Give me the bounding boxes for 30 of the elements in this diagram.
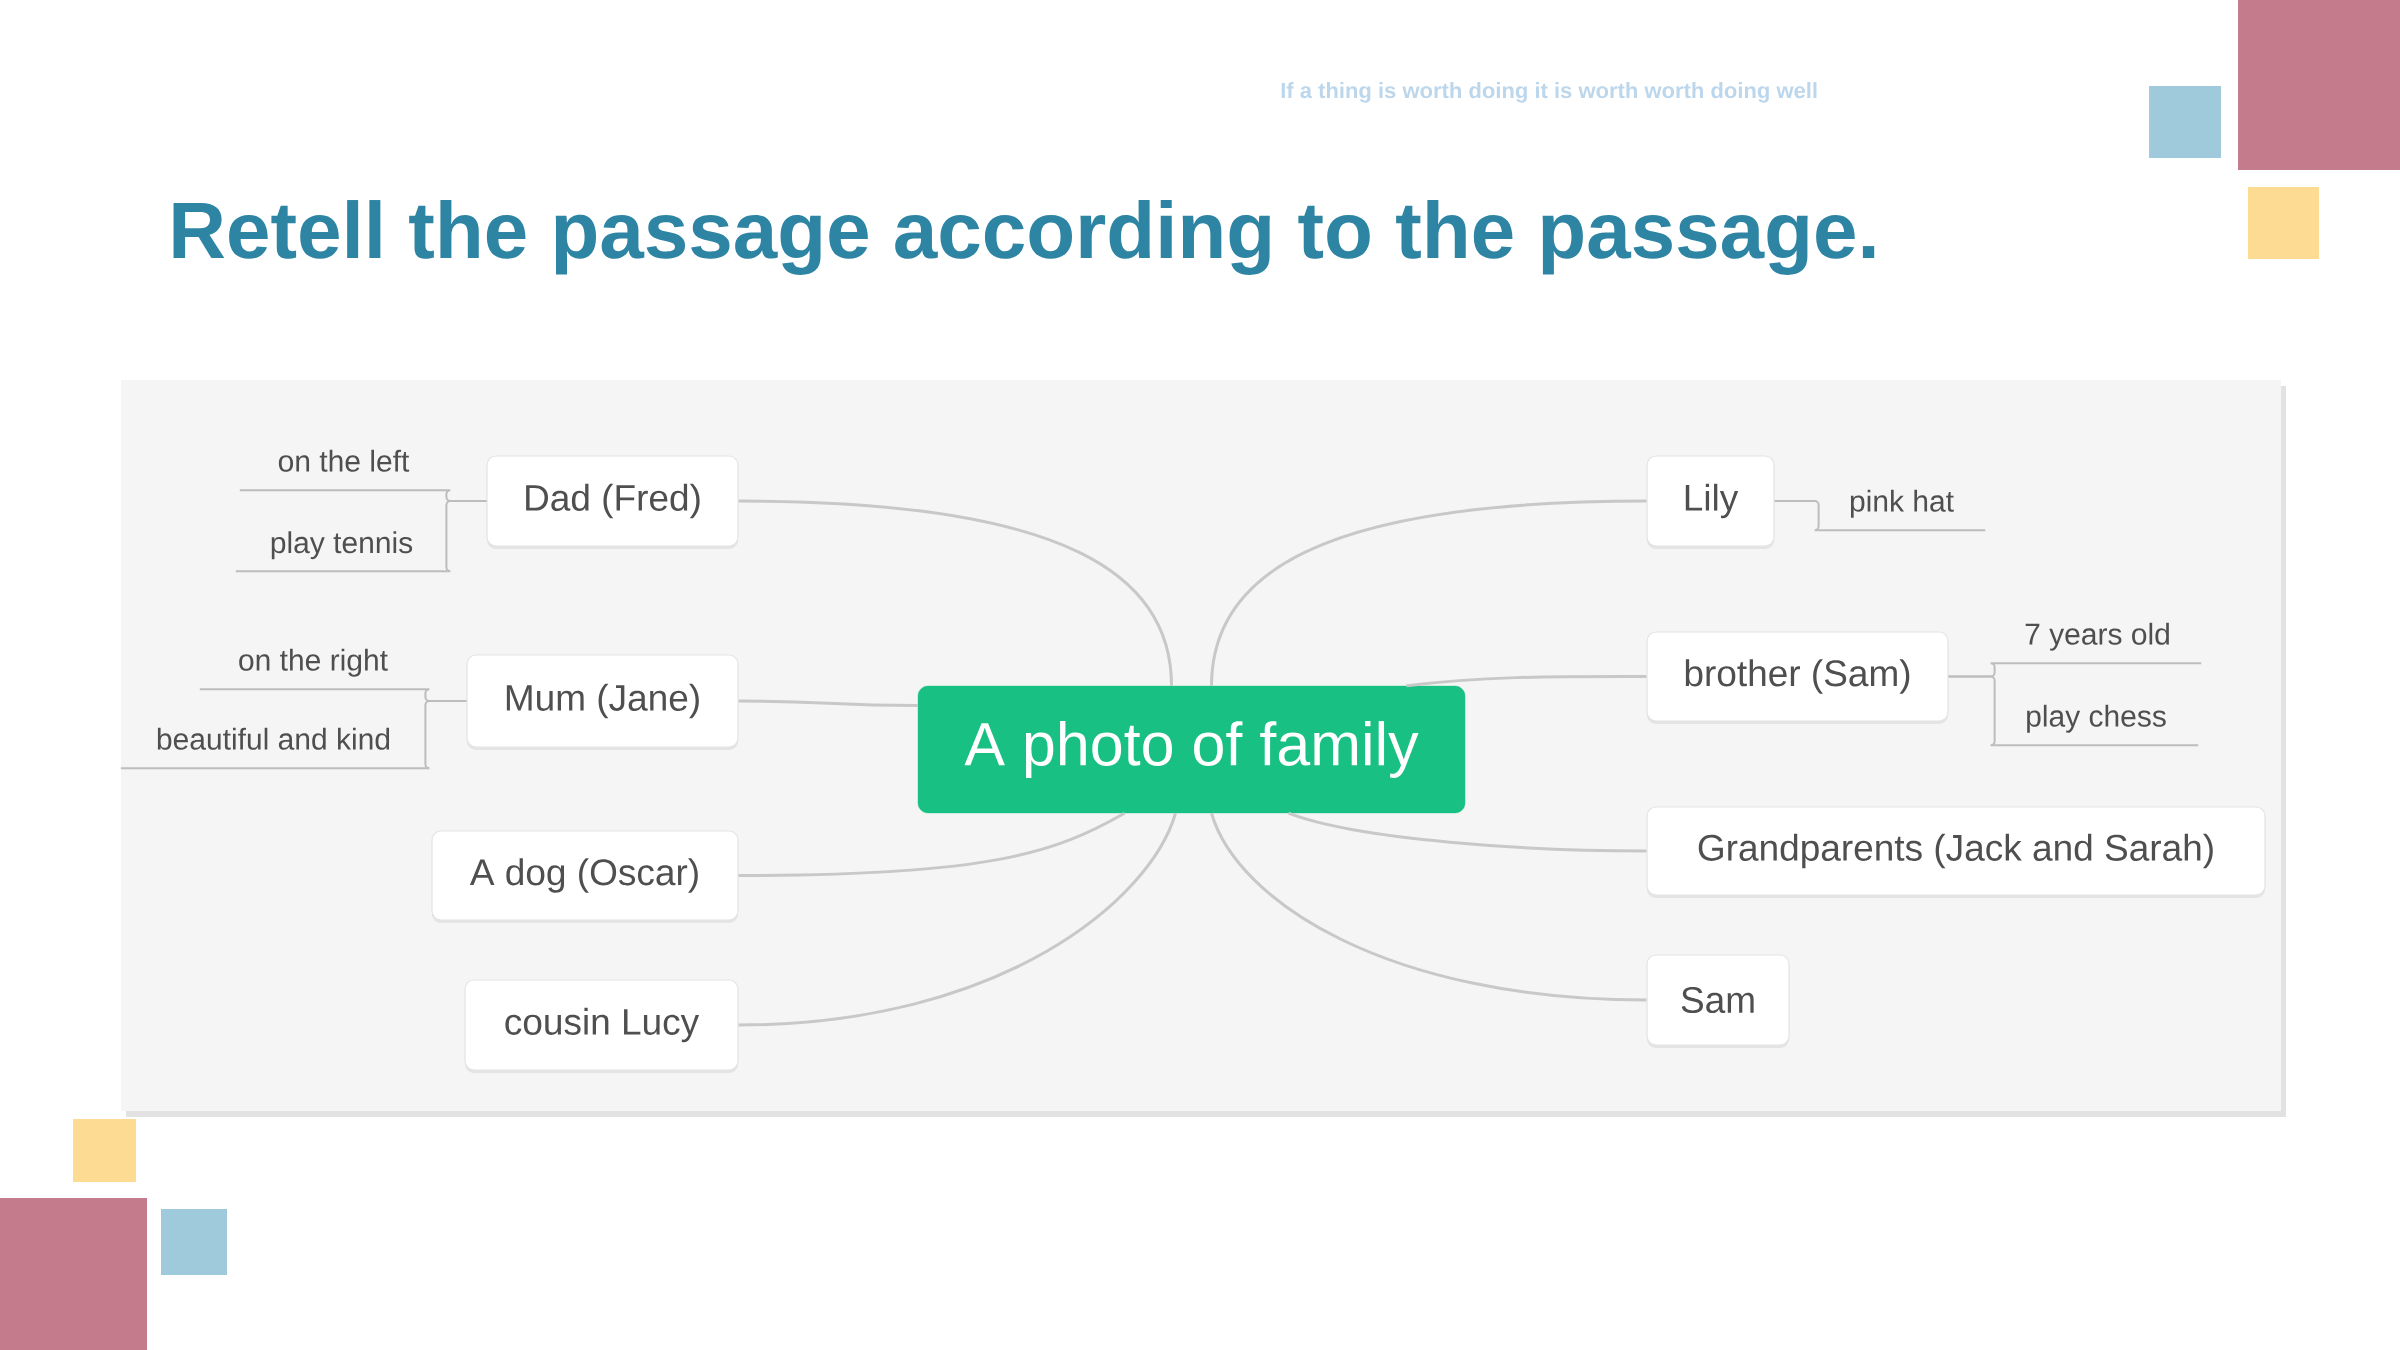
bracket-connector bbox=[445, 500, 488, 573]
curved-connector bbox=[1210, 812, 1647, 1002]
underlined-text: on the right bbox=[198, 648, 428, 691]
branch-box: Grandparents (Jack and Sarah) bbox=[1646, 806, 2266, 898]
branch-box: Sam bbox=[1646, 954, 1790, 1048]
underlined-text: play chess bbox=[1992, 704, 2200, 747]
underlined-text: on the left bbox=[238, 449, 449, 492]
curved-connector bbox=[1406, 675, 1647, 688]
title: Retell the passage according to the passage. bbox=[173, 200, 1875, 275]
curved-connector bbox=[738, 812, 1177, 1027]
underlined-text: 7 years old bbox=[1992, 622, 2203, 665]
curved-connector bbox=[1288, 811, 1647, 853]
curved-connector bbox=[738, 699, 918, 707]
curved-connector bbox=[738, 499, 1173, 686]
branch-box: brother (Sam) bbox=[1646, 631, 1949, 724]
branch-box: Dad (Fred) bbox=[486, 455, 739, 549]
motto-text: If a thing is worth doing it is worth worth doing well bbox=[1281, 82, 1817, 103]
curved-connector bbox=[1210, 499, 1647, 686]
branch-box: A dog (Oscar) bbox=[431, 830, 739, 923]
branch-box: Mum (Jane) bbox=[466, 654, 739, 750]
underlined-text: pink hat bbox=[1816, 489, 1987, 532]
branch-box: Lily bbox=[1646, 455, 1775, 549]
bracket-connector bbox=[1947, 675, 1996, 747]
bracket-connector bbox=[1773, 500, 1820, 532]
bracket-connector bbox=[424, 700, 468, 770]
underlined-text: play tennis bbox=[234, 531, 449, 573]
curved-connector bbox=[738, 811, 1126, 877]
underlined-text: beautiful and kind bbox=[119, 727, 428, 770]
topic-box: A photo of family bbox=[917, 685, 1466, 814]
branch-box: cousin Lucy bbox=[464, 979, 739, 1073]
